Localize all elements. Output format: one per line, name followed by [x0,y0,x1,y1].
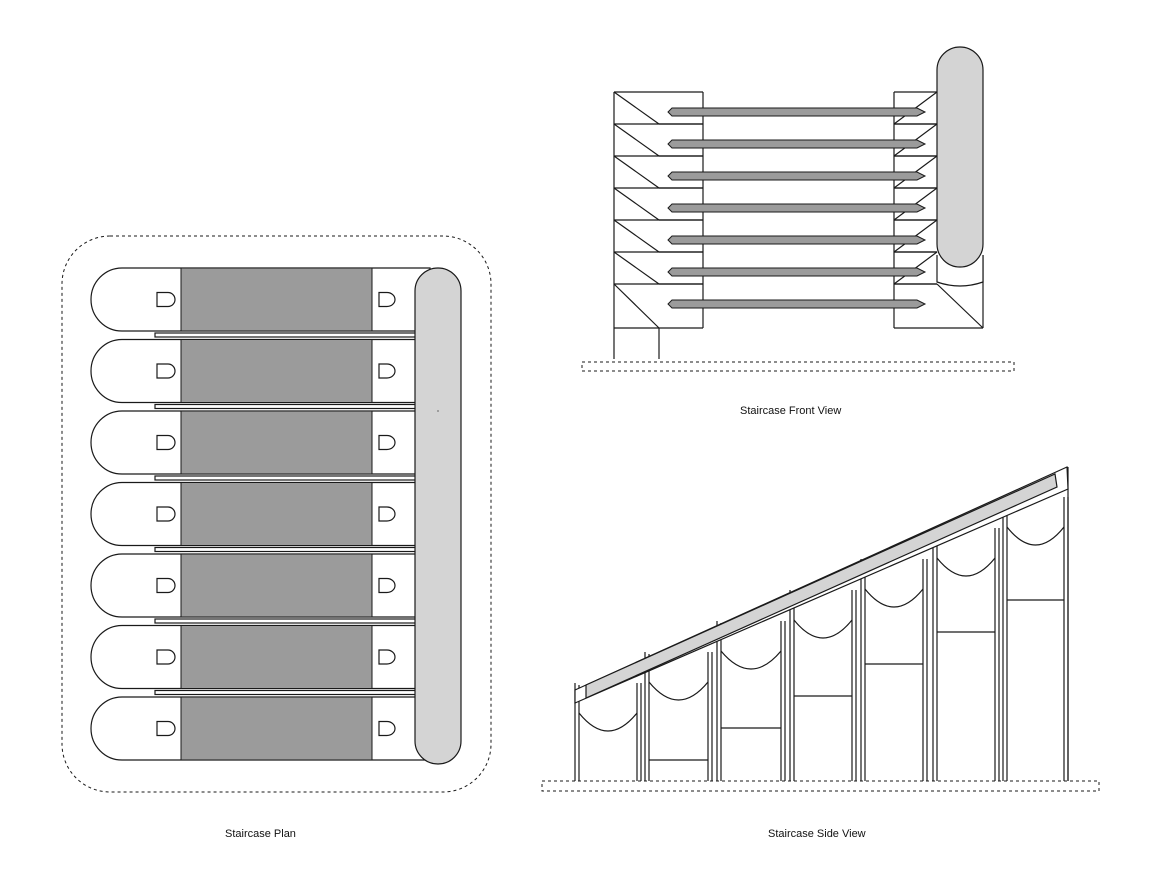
side-step-column [1002,497,1069,781]
plan-tread [180,267,373,332]
front-tread [667,139,927,149]
plan-left-bracket-icon [156,363,176,379]
front-left-diagonal [613,251,660,285]
side-step-seat [864,588,924,608]
plan-tread [180,482,373,546]
plan-right-bracket-icon [378,506,396,522]
plan-right-bracket-icon [378,720,396,737]
plan-left-bracket-icon [156,506,176,522]
plan-step [90,553,431,618]
plan-step [90,267,431,332]
side-step-seat [720,650,782,670]
plan-right-bracket-icon [378,649,396,665]
plan-left-bracket-icon [156,434,176,451]
plan-left-bracket-icon [156,291,176,308]
side-step-column [789,590,857,781]
plan-connector-bar [154,689,418,696]
side-column-posts [1002,497,1069,781]
side-step-column [716,621,786,781]
plan-handrail [414,267,462,765]
plan-connector-bar [154,332,418,338]
front-right-diagonal [936,283,984,329]
front-left-diagonal [613,187,660,221]
side-step-column [860,559,928,781]
front-treads [667,107,927,309]
plan-step [90,624,431,690]
side-column-posts [932,528,1000,781]
front-right-cells [893,91,984,329]
side-step-column [574,683,642,781]
plan-left-bracket-icon [156,720,176,737]
plan-tread [180,696,373,761]
plan-right-bracket-icon [378,577,396,594]
staircase-plan [61,235,492,793]
front-tread [667,203,927,213]
plan-connector-bar [154,403,418,410]
plan-right-bracket-icon [378,363,396,379]
side-column-posts [644,652,713,781]
side-step-column [932,528,1000,781]
front-tread [667,299,927,309]
front-left-diagonal [613,123,660,157]
side-step-column [644,652,713,781]
front-right-cell [894,283,984,329]
plan-site-boundary [61,235,492,793]
staircase-side-view [541,466,1100,792]
staircase-front-view [581,46,1015,372]
side-step-seat [648,681,709,701]
front-handrail [936,46,984,268]
plan-caption: Staircase Plan [225,828,296,840]
plan-tread [180,625,373,689]
side-step-seat [936,557,996,577]
front-tread [667,235,927,245]
front-left-diagonal [613,155,660,189]
plan-center-mark [437,410,439,412]
plan-left-bracket-icon [156,577,176,594]
side-step-seat [578,712,638,732]
side-step-seat [1006,526,1065,546]
plan-connector-bar [154,618,418,624]
plan-step [90,481,431,547]
front-left-cells [613,91,703,329]
plan-step [90,338,431,404]
front-ground-line [581,361,1015,372]
side-column-posts [574,683,642,781]
plan-right-bracket-icon [378,291,396,308]
plan-right-bracket-icon [378,434,396,451]
front-tread [667,107,927,117]
front-caption: Staircase Front View [740,405,842,417]
side-step-seat [793,619,853,639]
side-column-posts [716,621,786,781]
plan-step [90,410,431,475]
front-left-diagonal [613,283,660,329]
front-tread [667,171,927,181]
plan-steps [90,267,431,761]
plan-connector-bar [154,546,418,553]
plan-tread [180,410,373,475]
front-left-diagonal [613,91,660,125]
plan-tread [180,339,373,403]
side-column-posts [789,590,857,781]
plan-tread [180,553,373,618]
plan-step [90,696,431,761]
front-left-diagonal [613,219,660,253]
side-caption: Staircase Side View [768,828,866,840]
side-columns [574,467,1069,781]
front-left-cell [613,283,703,329]
plan-left-bracket-icon [156,649,176,665]
plan-connector-bar [154,475,418,481]
side-column-posts [860,559,928,781]
side-handrail [585,473,1058,699]
front-tread [667,267,927,277]
side-ground-line [541,780,1100,792]
